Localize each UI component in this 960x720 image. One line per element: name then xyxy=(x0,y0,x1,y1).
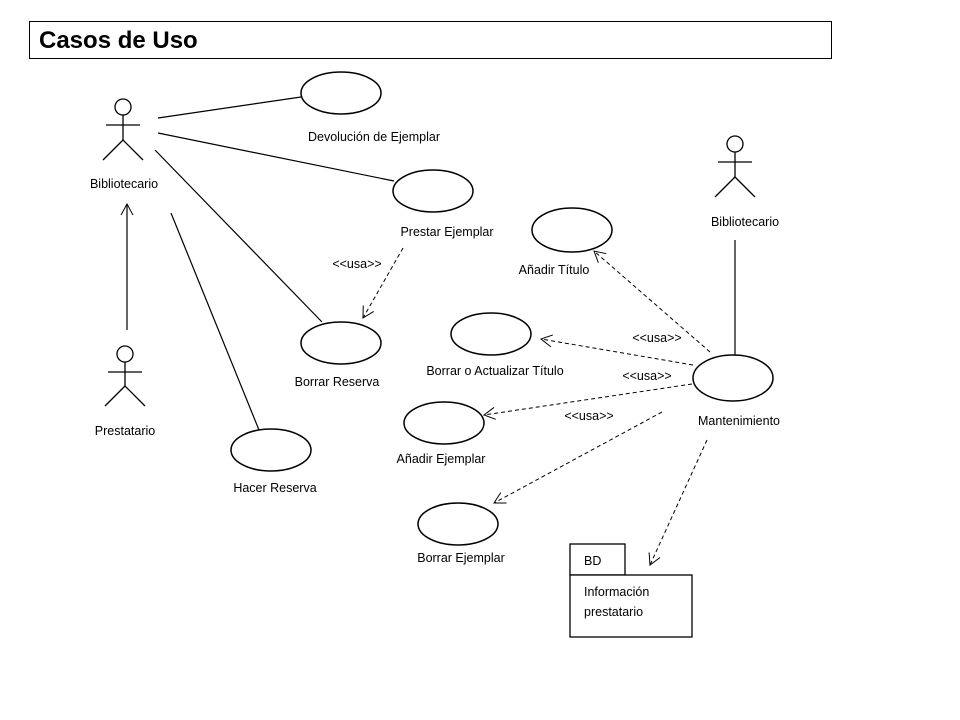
association-hacer-reserva xyxy=(170,212,260,431)
usecase-label-borrar-titulo: Borrar o Actualizar Título xyxy=(426,364,563,378)
actor-bibliotecario-right xyxy=(714,135,756,198)
usecase-prestar xyxy=(392,169,474,213)
title-box: Casos de Uso xyxy=(29,21,832,59)
dependency-bd xyxy=(648,439,708,566)
usecase-devolucion xyxy=(300,71,382,115)
dependency-anadir-titulo xyxy=(593,250,711,353)
package-body-line2: prestatario xyxy=(584,605,643,619)
actor-prestatario xyxy=(104,345,146,407)
association-devolucion xyxy=(157,96,302,119)
page-title: Casos de Uso xyxy=(39,27,198,54)
usecase-anadir-ejemplar xyxy=(403,401,485,445)
usecase-label-devolucion: Devolución de Ejemplar xyxy=(308,130,440,144)
usecase-label-hacer-reserva: Hacer Reserva xyxy=(233,481,316,495)
usecase-label-borrar-reserva: Borrar Reserva xyxy=(295,375,380,389)
package-body xyxy=(569,574,693,638)
package-tab xyxy=(569,543,626,576)
usecase-label-prestar: Prestar Ejemplar xyxy=(400,225,493,239)
stereotype-usa-anadir-ejemplar: <<usa>> xyxy=(564,409,613,423)
dependency-borrar-ejemplar xyxy=(493,411,663,504)
usecase-label-mantenimiento: Mantenimiento xyxy=(698,414,780,428)
usecase-borrar-ejemplar xyxy=(417,502,499,546)
actor-label-bibliotecario-right: Bibliotecario xyxy=(711,215,779,229)
usecase-label-anadir-titulo: Añadir Título xyxy=(519,263,590,277)
package-body-line1: Información xyxy=(584,585,649,599)
actor-bibliotecario-left xyxy=(102,98,144,161)
stereotype-usa-prestar: <<usa>> xyxy=(332,257,381,271)
usecase-anadir-titulo xyxy=(531,207,613,253)
usecase-borrar-titulo xyxy=(450,312,532,356)
package-tab-label: BD xyxy=(584,554,601,568)
dependency-borrar-titulo xyxy=(539,334,694,366)
dependency-anadir-ejemplar xyxy=(482,383,693,420)
actor-label-prestatario: Prestatario xyxy=(95,424,155,438)
package-bd xyxy=(569,543,693,638)
association-prestar xyxy=(157,132,395,182)
stereotype-usa-borrar-titulo: <<usa>> xyxy=(622,369,671,383)
usecase-hacer-reserva xyxy=(230,428,312,472)
association-borrar-reserva xyxy=(154,149,323,323)
usecase-label-anadir-ejemplar: Añadir Ejemplar xyxy=(397,452,486,466)
stereotype-usa-anadir-titulo: <<usa>> xyxy=(632,331,681,345)
usecase-borrar-reserva xyxy=(300,321,382,365)
actor-label-bibliotecario-left: Bibliotecario xyxy=(90,177,158,191)
usecase-mantenimiento xyxy=(692,354,774,402)
usecase-label-borrar-ejemplar: Borrar Ejemplar xyxy=(417,551,505,565)
